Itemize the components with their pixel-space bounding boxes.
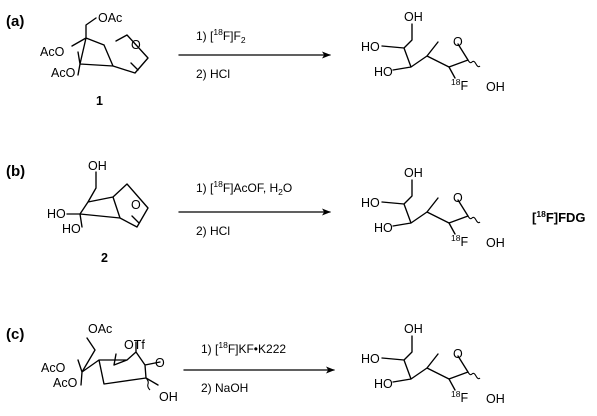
glucal-1-aco-upper-label: AcO <box>40 45 65 59</box>
glucal-2-ring-oxygen: O <box>131 198 141 212</box>
mannose-triflate-aco-lower-label: AcO <box>53 376 78 390</box>
glucal-2-bonds <box>66 171 149 228</box>
product-b-anomeric-wavy-bond <box>467 215 481 224</box>
glucal-2-ho-lower-label: HO <box>62 222 81 236</box>
mannose-triflate-oac-label: OAc <box>88 322 112 336</box>
conditions-b-step2: 2) HCl <box>196 224 230 238</box>
product-c-anomeric-wavy-bond <box>467 371 481 380</box>
product-fdg-c: OH O HO HO OH 18F <box>361 322 505 406</box>
panel-c: (c) OAc OTf O AcO AcO OH 1) [18F]KF•K222… <box>6 322 505 406</box>
product-a-ho-lower: HO <box>374 65 393 79</box>
product-a-oh-anomeric: OH <box>486 80 505 94</box>
conditions-b-step1: 1) [18F]AcOF, H2O <box>196 179 292 197</box>
reactant-mannose-triflate: OAc OTf O AcO AcO OH <box>41 322 178 404</box>
panel-label-a: (a) <box>6 13 24 30</box>
product-a-fluorine-18: 18F <box>451 77 468 93</box>
conditions-c-step1: 1) [18F]KF•K222 <box>201 340 286 356</box>
product-a-ring-oxygen: O <box>453 35 463 49</box>
product-b-ho-upper: HO <box>361 196 380 210</box>
product-c-ho-lower: HO <box>374 377 393 391</box>
mannose-triflate-otf-label: OTf <box>124 338 145 352</box>
product-a-bonds <box>381 23 469 79</box>
product-b-oh-top: OH <box>404 166 423 180</box>
product-c-oh-anomeric: OH <box>486 392 505 406</box>
product-a-ho-upper: HO <box>361 40 380 54</box>
compound-number-2: 2 <box>101 251 108 265</box>
product-c-oh-top: OH <box>404 322 423 336</box>
panel-label-b: (b) <box>6 163 25 180</box>
panel-b: (b) OH HO HO O 2 1) [18F]AcOF, H2O 2) HC… <box>6 159 586 265</box>
glucal-1-oac-label: OAc <box>98 11 122 25</box>
glucal-1-aco-lower-label: AcO <box>51 66 76 80</box>
product-b-oh-anomeric: OH <box>486 236 505 250</box>
mannose-triflate-bonds <box>77 337 161 386</box>
reactant-glucal-2: OH HO HO O 2 <box>47 159 149 265</box>
mannose-triflate-anomeric-wavy-bond <box>145 377 151 391</box>
panel-a: (a) OAc AcO AcO O 1 1) [18F]F2 2) HCl OH… <box>6 10 505 108</box>
product-c-ho-upper: HO <box>361 352 380 366</box>
product-a-oh-top: OH <box>404 10 423 24</box>
glucal-1-ring-oxygen: O <box>131 38 141 52</box>
glucal-1-bonds <box>71 17 149 76</box>
product-fdg-a: OH O HO HO OH 18F <box>361 10 505 94</box>
glucal-2-ho-upper-label: HO <box>47 207 66 221</box>
glucal-2-oh-label: OH <box>88 159 107 173</box>
conditions-c-step2: 2) NaOH <box>201 381 248 395</box>
mannose-triflate-ring-oxygen: O <box>155 356 165 370</box>
product-name-fdg: [18F]FDG <box>532 209 586 225</box>
product-b-ho-lower: HO <box>374 221 393 235</box>
product-b-fluorine-18: 18F <box>451 233 468 249</box>
reactant-glucal-1: OAc AcO AcO O 1 <box>40 11 149 108</box>
product-c-ring-oxygen: O <box>453 347 463 361</box>
mannose-triflate-oh-anomeric: OH <box>159 390 178 404</box>
product-b-bonds <box>381 179 469 235</box>
product-a-anomeric-wavy-bond <box>467 59 481 68</box>
conditions-a-step1: 1) [18F]F2 <box>196 27 246 45</box>
product-b-ring-oxygen: O <box>453 191 463 205</box>
conditions-a-step2: 2) HCl <box>196 67 230 81</box>
mannose-triflate-aco-upper-label: AcO <box>41 361 66 375</box>
product-c-fluorine-18: 18F <box>451 389 468 405</box>
product-c-bonds <box>381 335 469 391</box>
product-fdg-b: OH O HO HO OH 18F <box>361 166 505 250</box>
compound-number-1: 1 <box>96 94 103 108</box>
panel-label-c: (c) <box>6 326 24 343</box>
